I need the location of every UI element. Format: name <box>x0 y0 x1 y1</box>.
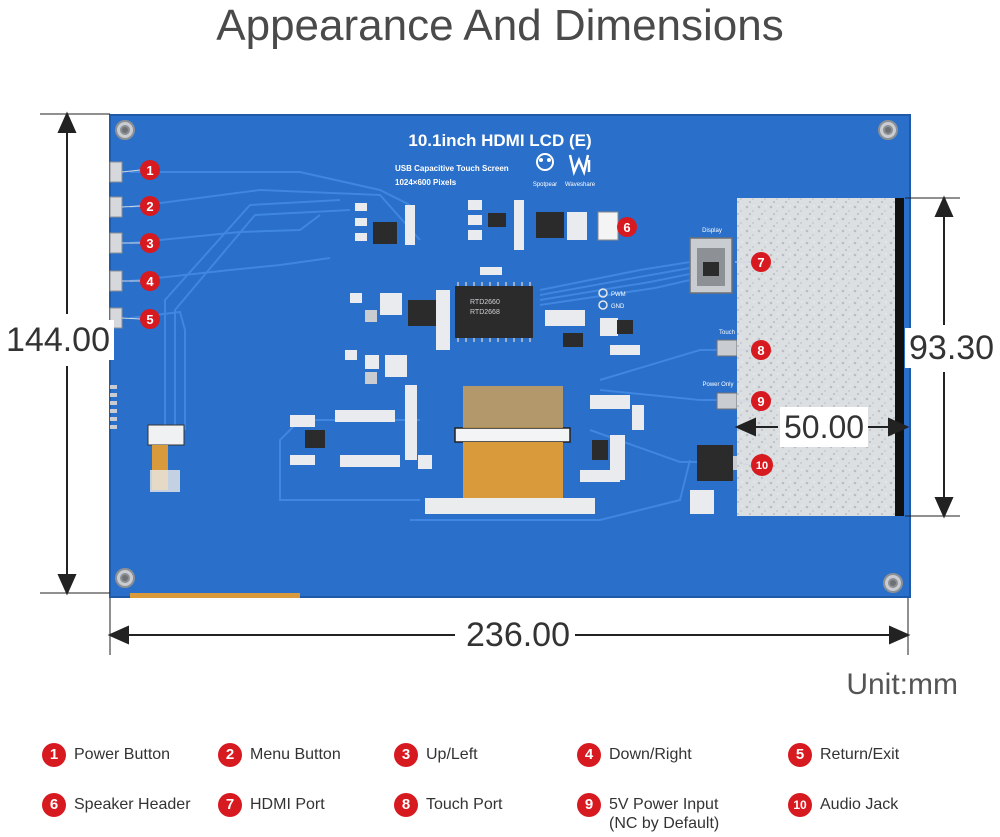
pcb-traces <box>129 171 720 521</box>
legend-item: 7 HDMI Port <box>218 793 325 817</box>
lcd-fpc-ribbon <box>463 442 563 502</box>
legend-badge: 7 <box>218 793 242 817</box>
svg-text:9: 9 <box>757 394 764 409</box>
dimension-height: 144.00 <box>2 320 114 360</box>
side-buttons <box>109 161 123 329</box>
page-title: Appearance And Dimensions <box>216 1 784 50</box>
smd-components <box>290 200 714 514</box>
board-resolution: 1024×600 Pixels <box>395 178 457 187</box>
gnd-label: GND <box>611 304 625 310</box>
power-usb-port <box>716 392 738 410</box>
svg-text:2: 2 <box>146 199 153 214</box>
legend-label: Power Button <box>74 746 171 763</box>
legend-badge: 9 <box>577 793 601 817</box>
chip-marking-2: RTD2668 <box>470 309 500 316</box>
svg-text:5: 5 <box>146 312 153 327</box>
mounting-hole-icon <box>115 120 903 593</box>
dimension-width: 236.00 <box>462 615 574 655</box>
legend-badge: 3 <box>394 743 418 767</box>
board-subtitle: USB Capacitive Touch Screen <box>395 164 509 173</box>
brand-spotpear: Spotpear <box>533 182 557 188</box>
touch-label: Touch <box>719 330 735 336</box>
pwm-label: PWM <box>611 292 626 298</box>
legend-item: 8 Touch Port <box>394 793 502 817</box>
waveshare-logo-icon <box>568 154 591 177</box>
lcd-fpc-connector <box>454 427 571 443</box>
dimension-screen-offset: 50.00 <box>780 407 869 447</box>
audio-jack <box>697 445 733 481</box>
callout-3: 3 <box>140 233 160 253</box>
legend-item: 9 5V Power Input (NC by Default) <box>577 793 719 833</box>
legend-label-sub: (NC by Default) <box>609 815 720 832</box>
display-label: Display <box>702 228 722 234</box>
lcd-fpc-cable <box>463 386 563 428</box>
callout-1: 1 <box>140 160 160 180</box>
callout-2: 2 <box>140 196 160 216</box>
svg-text:8: 8 <box>757 343 764 358</box>
legend-item: 2 Menu Button <box>218 743 341 767</box>
legend-item: 3 Up/Left <box>394 743 478 767</box>
legend: 1 Power Button 2 Menu Button 3 Up/Left 4… <box>0 735 1000 835</box>
legend-label: Down/Right <box>609 746 692 763</box>
board-svg: 10.1inch HDMI LCD (E) USB Capacitive Tou… <box>40 111 960 655</box>
brand-waveshare: Waveshare <box>565 182 596 188</box>
side-pins <box>110 385 117 429</box>
board-name: 10.1inch HDMI LCD (E) <box>408 131 591 150</box>
legend-label: Speaker Header <box>74 796 191 813</box>
legend-label: Menu Button <box>250 746 341 763</box>
legend-label: Return/Exit <box>820 746 900 763</box>
legend-label: Touch Port <box>426 796 503 813</box>
callout-6: 6 <box>617 217 637 237</box>
callout-5: 5 <box>140 309 160 329</box>
svg-text:4: 4 <box>146 274 154 289</box>
legend-badge: 8 <box>394 793 418 817</box>
callout-leaders <box>121 169 752 466</box>
svg-text:10: 10 <box>756 460 768 472</box>
chip-marking-1: RTD2660 <box>470 299 500 306</box>
callout-8: 8 <box>751 340 771 360</box>
legend-item: 10 Audio Jack <box>788 793 898 817</box>
callout-10: 10 <box>751 454 773 476</box>
legend-badge: 5 <box>788 743 812 767</box>
callout-7: 7 <box>751 252 771 272</box>
svg-text:1: 1 <box>146 163 153 178</box>
legend-badge: 2 <box>218 743 242 767</box>
lcd-panel-edge <box>895 198 904 516</box>
svg-text:3: 3 <box>146 236 153 251</box>
callout-9: 9 <box>751 391 771 411</box>
board-diagram: 10.1inch HDMI LCD (E) USB Capacitive Tou… <box>2 111 999 655</box>
svg-text:6: 6 <box>623 220 630 235</box>
spotpear-logo-icon <box>536 153 554 171</box>
power-label: Power Only <box>702 382 733 388</box>
legend-item: 5 Return/Exit <box>788 743 899 767</box>
dimension-screen-height: 93.30 <box>905 328 999 368</box>
dimension-lines <box>40 111 960 655</box>
callout-badges: 1 2 3 4 5 6 7 8 9 10 <box>140 160 773 476</box>
legend-badge: 4 <box>577 743 601 767</box>
legend-item: 6 Speaker Header <box>42 793 191 817</box>
main-chip <box>455 286 533 338</box>
pcb-bottom-strip <box>130 593 300 598</box>
legend-label: HDMI Port <box>250 796 325 813</box>
legend-label: Audio Jack <box>820 796 899 813</box>
legend-item: 1 Power Button <box>42 743 170 767</box>
svg-text:7: 7 <box>757 255 764 270</box>
legend-label: Up/Left <box>426 746 478 763</box>
legend-badge: 6 <box>42 793 66 817</box>
legend-item: 4 Down/Right <box>577 743 692 767</box>
legend-label: 5V Power Input (NC by Default) <box>609 793 719 833</box>
touch-usb-port <box>716 339 738 357</box>
callout-4: 4 <box>140 271 160 291</box>
unit-label: Unit:mm <box>846 668 958 701</box>
legend-badge: 1 <box>42 743 66 767</box>
touch-connector <box>147 424 185 446</box>
legend-badge: 10 <box>788 793 812 817</box>
legend-label-main: 5V Power Input <box>609 796 719 813</box>
